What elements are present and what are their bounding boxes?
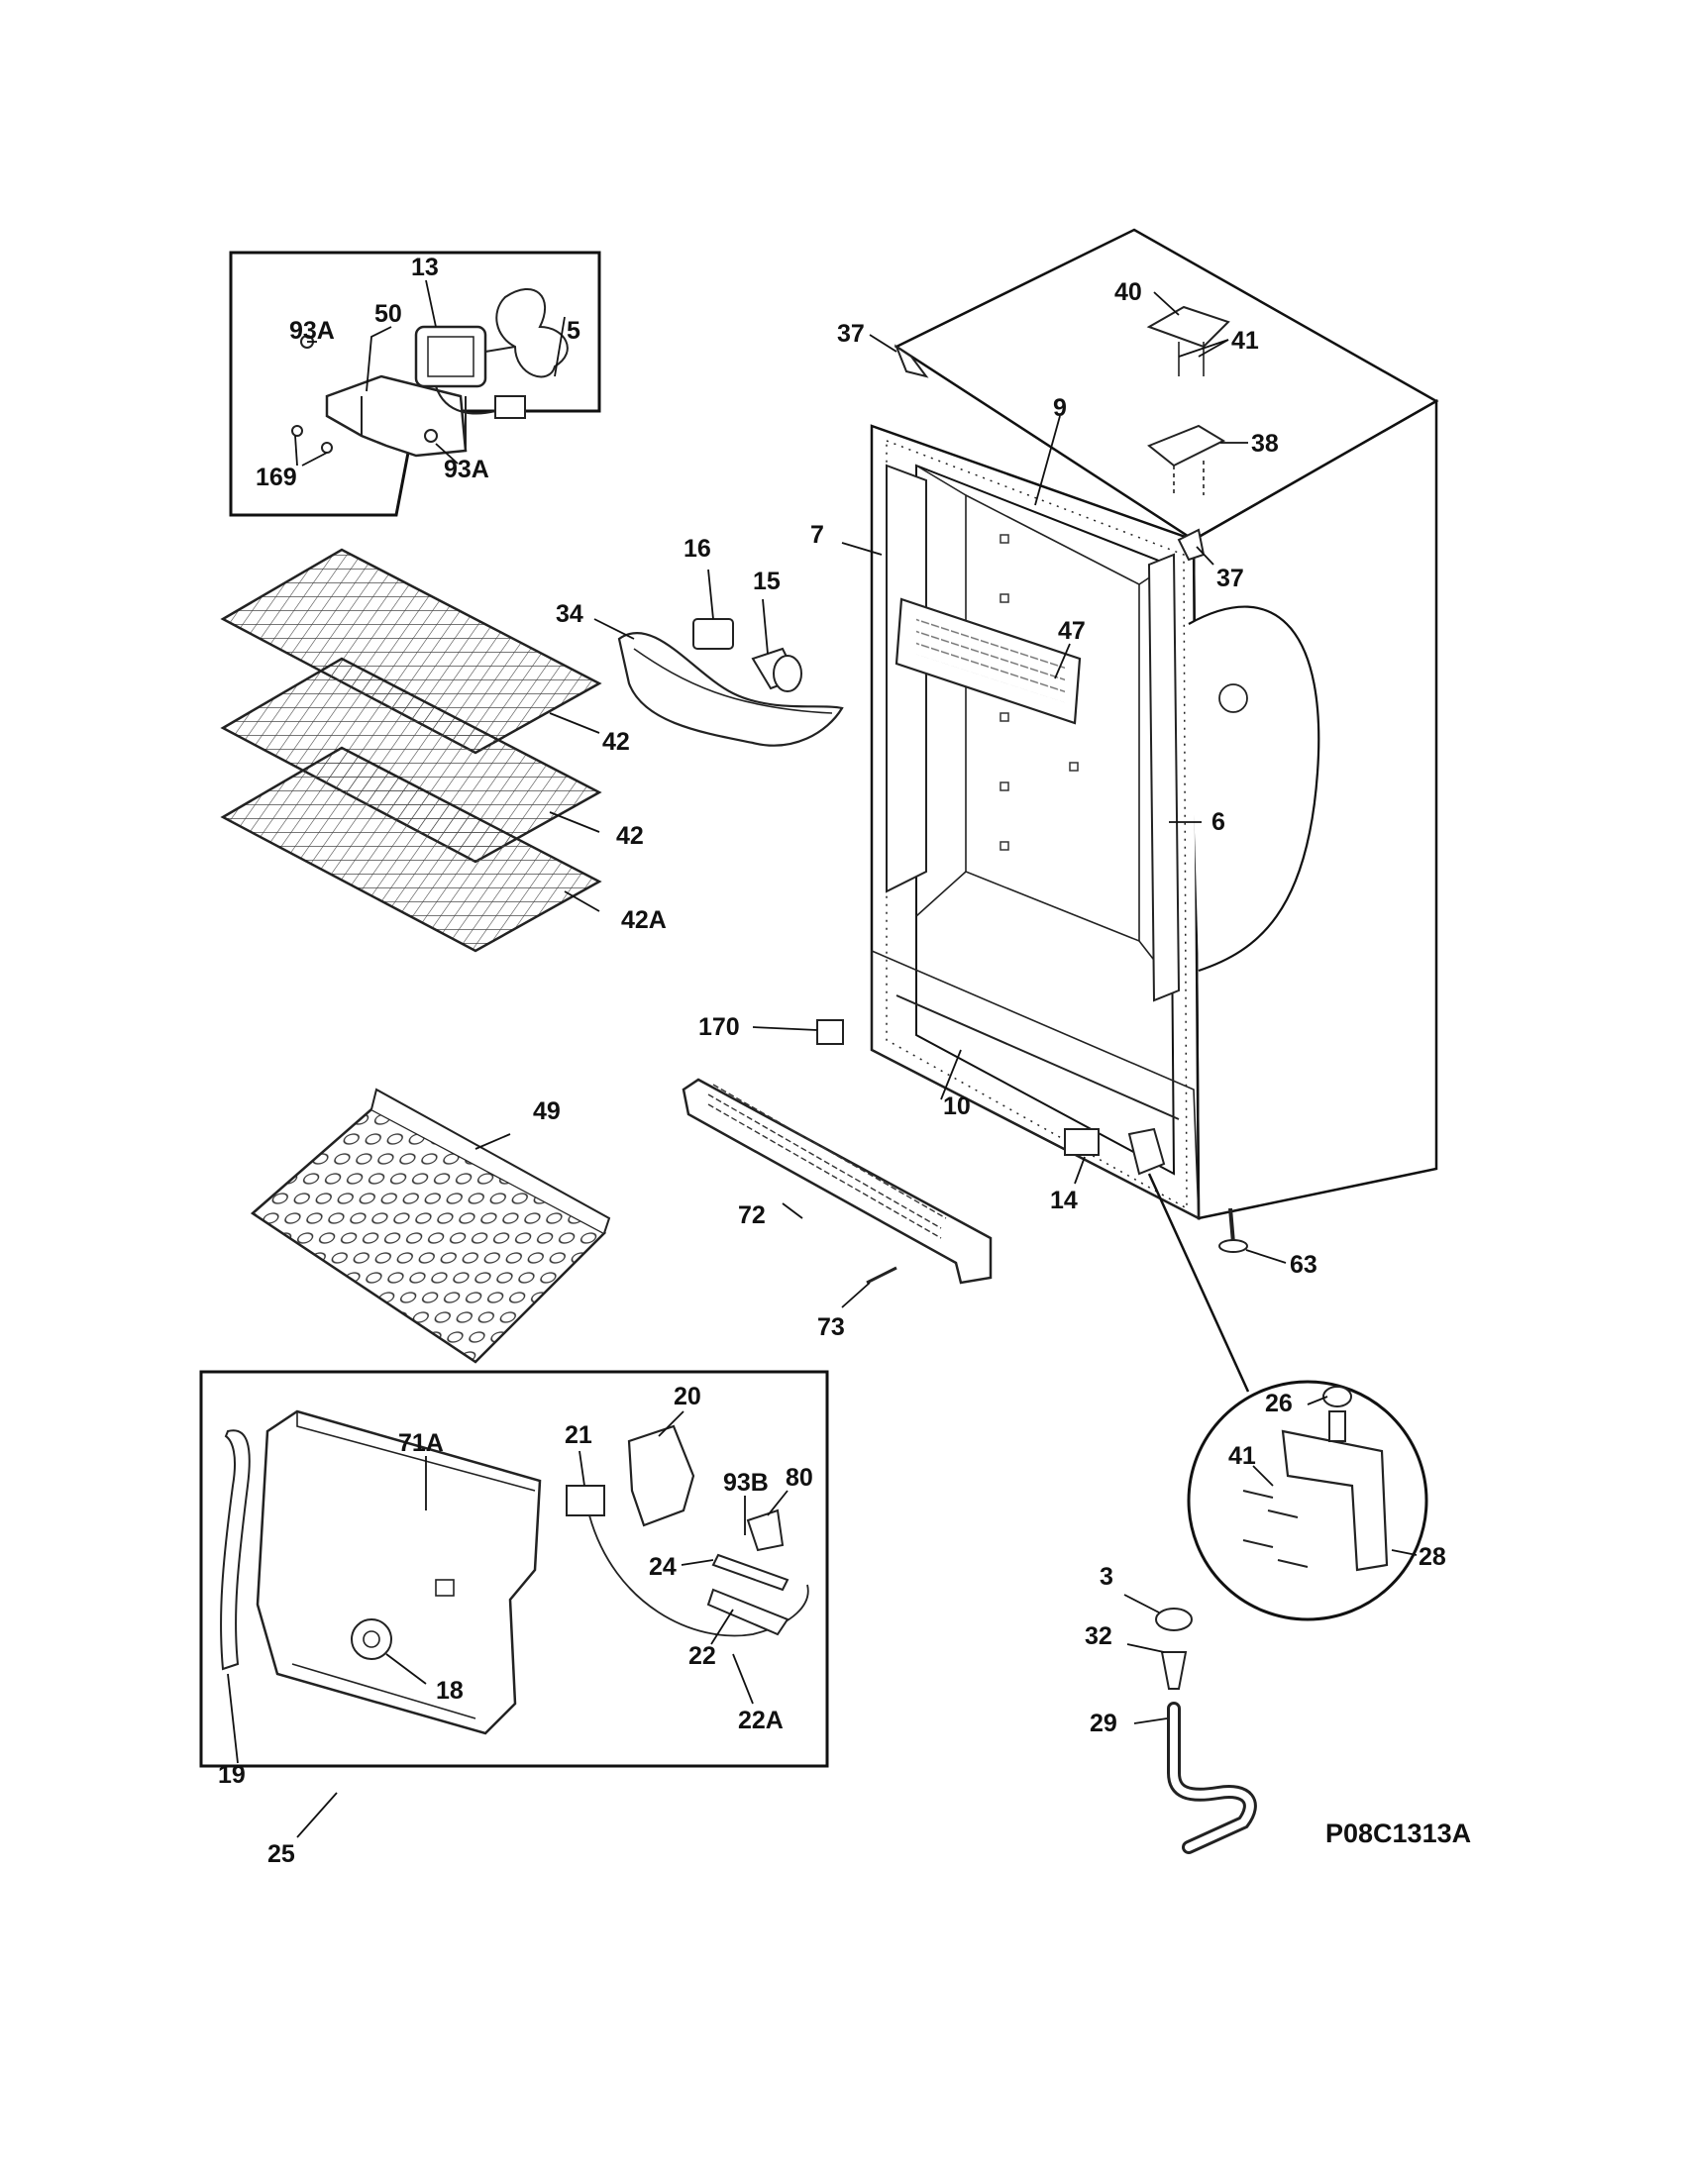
callout-14: 14 [1050, 1187, 1078, 1214]
callout-50: 50 [374, 300, 402, 328]
callout-20: 20 [674, 1383, 701, 1410]
bottom-hinge [1127, 1127, 1166, 1176]
lower-hinge-bracket [1281, 1429, 1389, 1572]
callout-9: 9 [1053, 394, 1067, 422]
callout-22a: 22A [738, 1707, 784, 1734]
callout-32: 32 [1085, 1622, 1112, 1650]
liner-rail [1147, 553, 1181, 1002]
clip-80 [746, 1508, 785, 1552]
evaporator-inset: 71A 21 20 93B 80 24 22 18 22A 19 25 [199, 1370, 829, 1868]
callout-93a-bottom: 93A [444, 456, 489, 483]
top-hinge [1147, 424, 1226, 468]
hinge-detail: 26 41 28 [1187, 1380, 1446, 1621]
callout-13: 13 [411, 254, 439, 281]
callout-73: 73 [817, 1313, 845, 1341]
hinge-detail-circle [1187, 1380, 1428, 1621]
callout-7: 7 [810, 521, 824, 549]
callout-41-top: 41 [1231, 327, 1259, 355]
fan-motor [414, 325, 487, 388]
callout-21: 21 [565, 1421, 592, 1449]
callout-49: 49 [533, 1097, 561, 1125]
callout-6: 6 [1211, 808, 1225, 836]
shelf-3 [220, 746, 602, 953]
part-170 [816, 1019, 844, 1045]
callout-10: 10 [943, 1092, 971, 1120]
reference-code: P08C1313A [1325, 1819, 1471, 1848]
callout-24: 24 [649, 1553, 677, 1581]
light-assembly: 34 16 15 [556, 535, 844, 747]
callout-26: 26 [1265, 1390, 1293, 1417]
callout-93b: 93B [723, 1469, 769, 1497]
screw-93a-bottom [424, 429, 438, 443]
motor-connector [494, 395, 526, 419]
callout-71a: 71A [398, 1429, 444, 1457]
motor-bracket [325, 374, 468, 458]
callout-42a: 42A [621, 906, 667, 934]
callout-19: 19 [218, 1761, 246, 1789]
heater-bracket [706, 1588, 789, 1636]
drain-funnel [1160, 1651, 1188, 1690]
callout-40: 40 [1114, 278, 1142, 306]
callout-37-right: 37 [1216, 565, 1244, 592]
callout-18: 18 [436, 1677, 464, 1705]
small-parts: 170 14 63 [698, 1013, 1317, 1393]
leveling-leg [1218, 1239, 1248, 1253]
callout-5: 5 [567, 317, 580, 345]
callout-29: 29 [1090, 1710, 1117, 1737]
fan-motor-inset: 13 50 93A 5 169 93A [229, 251, 601, 517]
callout-41-mid: 41 [1228, 1442, 1256, 1470]
callout-93a-top: 93A [289, 317, 335, 345]
inset-frame-bottom [199, 1370, 829, 1768]
fan-blade [495, 287, 569, 378]
callout-34: 34 [556, 600, 583, 628]
callout-42-b: 42 [616, 822, 644, 850]
defrost-thermostat [566, 1485, 605, 1516]
evaporator-cover [256, 1409, 542, 1735]
callout-37-top: 37 [837, 320, 865, 348]
callout-38: 38 [1251, 430, 1279, 458]
fan-grille [351, 1618, 392, 1660]
light-socket [692, 618, 734, 650]
drain-plug [1155, 1608, 1193, 1631]
callout-16: 16 [684, 535, 711, 563]
callout-22: 22 [688, 1642, 716, 1670]
freezer-basket: 49 [250, 1088, 611, 1364]
door-switch [1064, 1128, 1100, 1156]
callout-25: 25 [267, 1840, 295, 1868]
basket [250, 1107, 607, 1364]
callout-63: 63 [1290, 1251, 1317, 1279]
callout-80: 80 [786, 1464, 813, 1492]
callout-42-a: 42 [602, 728, 630, 756]
callout-47: 47 [1058, 617, 1086, 645]
hinge-cover [1146, 305, 1230, 349]
freezer-cabinet: 40 41 37 9 38 37 7 47 6 10 [810, 228, 1439, 1221]
drain-parts: 3 32 29 [1085, 1563, 1257, 1854]
callout-3: 3 [1100, 1563, 1113, 1591]
gasket-strip [220, 1429, 251, 1671]
callout-169: 169 [256, 464, 297, 491]
callout-170: 170 [698, 1013, 740, 1041]
light-shield [617, 631, 844, 747]
callout-28: 28 [1419, 1543, 1446, 1571]
thermostat-cover [627, 1424, 695, 1527]
kick-plate-grille [682, 1078, 993, 1285]
callout-72: 72 [738, 1201, 766, 1229]
kick-plate: 72 73 [682, 1078, 993, 1341]
wire-shelves: 42 42 42A [220, 548, 667, 953]
callout-15: 15 [753, 568, 781, 595]
